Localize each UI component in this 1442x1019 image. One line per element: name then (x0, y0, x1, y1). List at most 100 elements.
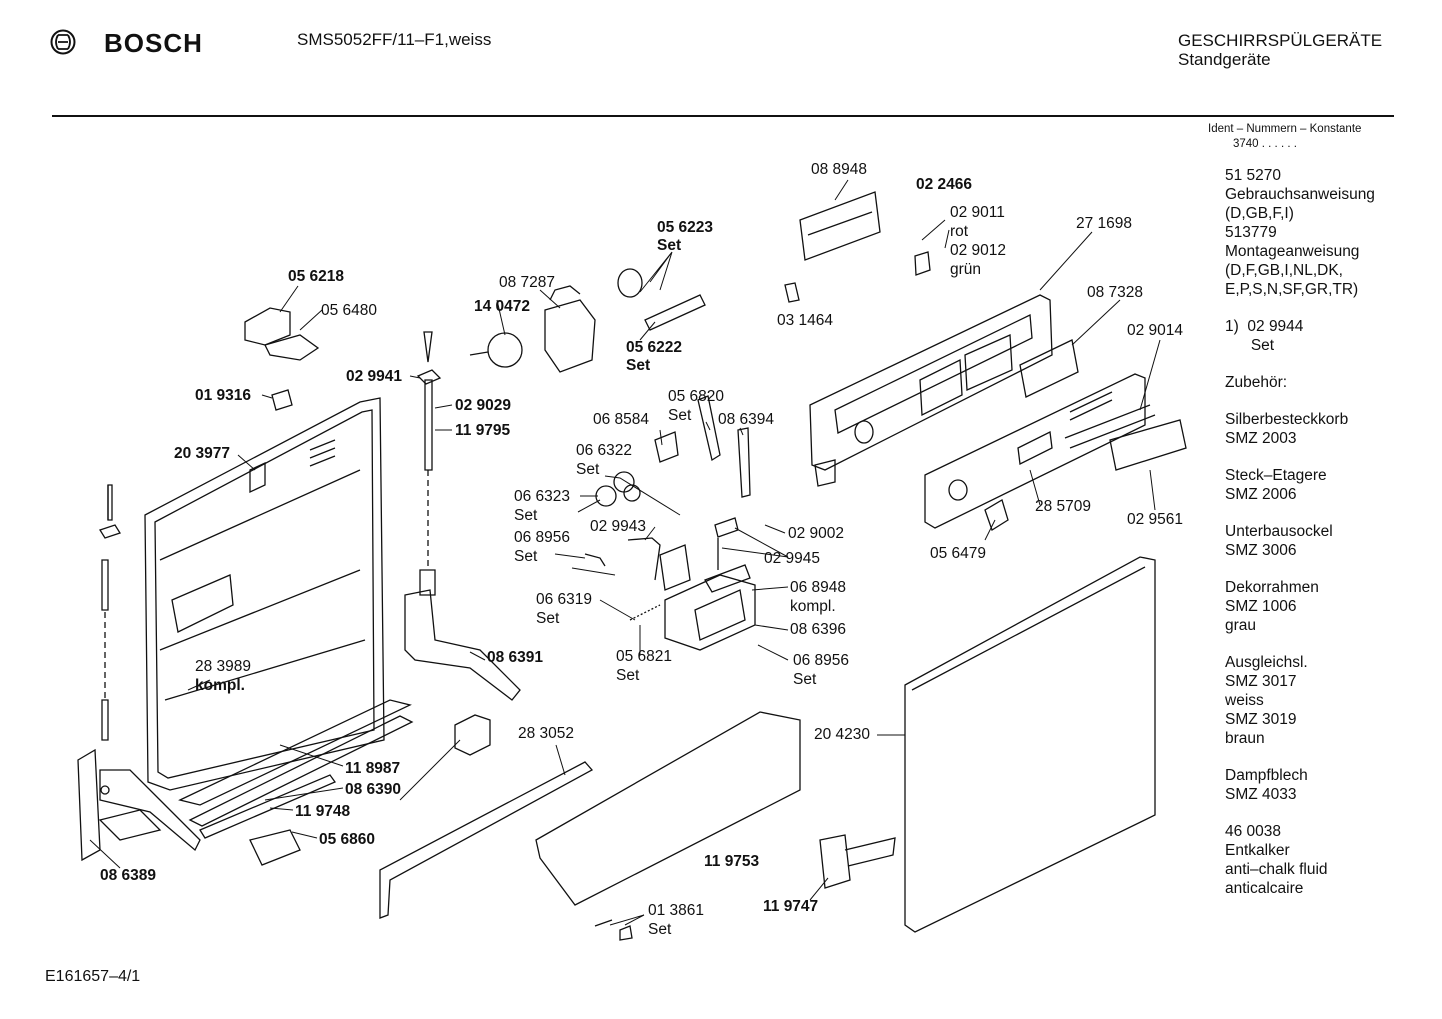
part-label-056479: 05 6479 (930, 545, 987, 562)
part-label-203977: 20 3977 (174, 445, 231, 462)
part-label-088948: 08 8948 (811, 161, 868, 178)
part-label-022466: 02 2466 (916, 176, 973, 193)
sidebar-line: SMZ 3006 (1225, 542, 1297, 559)
fasteners (107, 251, 931, 941)
ident-label: Ident – Nummern – Konstante (1208, 123, 1362, 135)
part-label-029941: 02 9941 (346, 368, 403, 385)
sidebar-line: E,P,S,N,SF,GR,TR) (1225, 281, 1359, 298)
sidebar-line: SMZ 3017 (1225, 673, 1297, 690)
part-label-056218: 05 6218 (288, 268, 345, 285)
sidebar-block: 1) 02 9944 Set (1225, 317, 1375, 355)
part-label-056820-set: Set (668, 407, 692, 424)
sidebar-line: (D,F,GB,I,NL,DK, (1225, 262, 1343, 279)
part-label-066322-set: Set (576, 461, 600, 478)
sidebar-line: Dekorrahmen (1225, 579, 1319, 596)
part-label-056821-set: Set (616, 667, 640, 684)
part-label-029012: 02 9012 (950, 242, 1007, 259)
part-label-068956b: 06 8956 (793, 652, 850, 669)
part-label-087328: 08 7328 (1087, 284, 1144, 301)
sidebar-line: weiss (1225, 692, 1264, 709)
sidebar-line: SMZ 1006 (1225, 598, 1297, 615)
part-label-086394: 08 6394 (718, 411, 775, 428)
part-label-086390: 08 6390 (345, 781, 402, 798)
sidebar-line: braun (1225, 730, 1265, 747)
part-label-086391: 08 6391 (487, 649, 544, 666)
sidebar-line: Montageanweisung (1225, 243, 1360, 260)
sidebar-line: SMZ 3019 (1225, 711, 1297, 728)
brand-name: BOSCH (104, 28, 203, 58)
sidebar-line: 46 0038 (1225, 823, 1282, 840)
part-label-119748: 11 9748 (295, 803, 351, 820)
sidebar-line: Set (1225, 337, 1275, 354)
sidebar-line: 51 5270 (1225, 167, 1282, 184)
dispenser-assembly (584, 395, 756, 651)
part-label-056820: 05 6820 (668, 388, 725, 405)
sidebar-line: (D,GB,F,I) (1225, 205, 1294, 222)
front-door-panel (904, 556, 1156, 933)
part-label-029943: 02 9943 (590, 518, 647, 535)
part-label-068956a: 06 8956 (514, 529, 571, 546)
part-label-283989-kompl: kompl. (195, 677, 245, 694)
sidebar-line: anti–chalk fluid (1225, 861, 1328, 878)
part-label-066319-set: Set (536, 610, 560, 627)
part-label-068948-kompl: kompl. (790, 598, 836, 615)
leader-lines (89, 179, 1161, 926)
sidebar-line: anticalcaire (1225, 880, 1304, 897)
sidebar-block: Zubehör: (1225, 373, 1375, 392)
part-label-gruen: grün (950, 261, 982, 278)
part-label-029011: 02 9011 (950, 204, 1005, 221)
category-line-2: Standgeräte (1178, 50, 1271, 69)
part-label-056222-set: Set (626, 357, 651, 374)
sidebar-line: grau (1225, 617, 1257, 634)
part-label-056480: 05 6480 (321, 302, 378, 319)
part-label-066319: 06 6319 (536, 591, 593, 608)
part-label-086396: 08 6396 (790, 621, 847, 638)
button-groups (799, 191, 1187, 471)
part-label-140472: 14 0472 (474, 298, 531, 315)
part-label-118987: 11 8987 (345, 760, 401, 777)
bosch-logo-icon (50, 29, 76, 55)
part-label-119753: 11 9753 (704, 853, 760, 870)
fascia-panel (924, 373, 1146, 531)
part-label-013861: 01 3861 (648, 902, 705, 919)
sidebar-line: SMZ 2003 (1225, 430, 1297, 447)
part-label-066323-set: Set (514, 507, 538, 524)
part-label-283989: 28 3989 (195, 658, 252, 675)
part-label-066323: 06 6323 (514, 488, 571, 505)
part-label-086389: 08 6389 (100, 867, 157, 884)
door-inner-panel (144, 397, 385, 791)
sidebar-line: 513779 (1225, 224, 1277, 241)
sidebar-line: Ausgleichsl. (1225, 654, 1308, 671)
sidebar-line: 1) 02 9944 (1225, 318, 1304, 335)
part-label-119795: 11 9795 (455, 422, 511, 439)
part-label-019316: 01 9316 (195, 387, 252, 404)
part-label-068948: 06 8948 (790, 579, 847, 596)
lower-strip-parts (178, 699, 414, 866)
sidebar-line: Silberbesteckkorb (1225, 411, 1349, 428)
part-label-029945: 02 9945 (764, 550, 821, 567)
header-rule (52, 115, 1394, 117)
sidebar-line: Dampfblech (1225, 767, 1308, 784)
part-label-119747: 11 9747 (763, 898, 819, 915)
part-label-271698: 27 1698 (1076, 215, 1133, 232)
part-label-056223: 05 6223 (657, 219, 714, 236)
part-label-029561: 02 9561 (1127, 511, 1184, 528)
model-number: SMS5052FF/11–F1,weiss (297, 30, 492, 49)
part-label-285709: 28 5709 (1035, 498, 1092, 515)
sidebar-line: Gebrauchsanweisung (1225, 186, 1375, 203)
base-strips (379, 711, 801, 919)
control-panel-frame (809, 294, 1053, 487)
part-label-068956b-set: Set (793, 671, 817, 688)
part-label-068584: 06 8584 (593, 411, 650, 428)
part-label-087287: 08 7287 (499, 274, 556, 291)
part-label-029029: 02 9029 (455, 397, 512, 414)
sidebar-line: SMZ 2006 (1225, 486, 1297, 503)
